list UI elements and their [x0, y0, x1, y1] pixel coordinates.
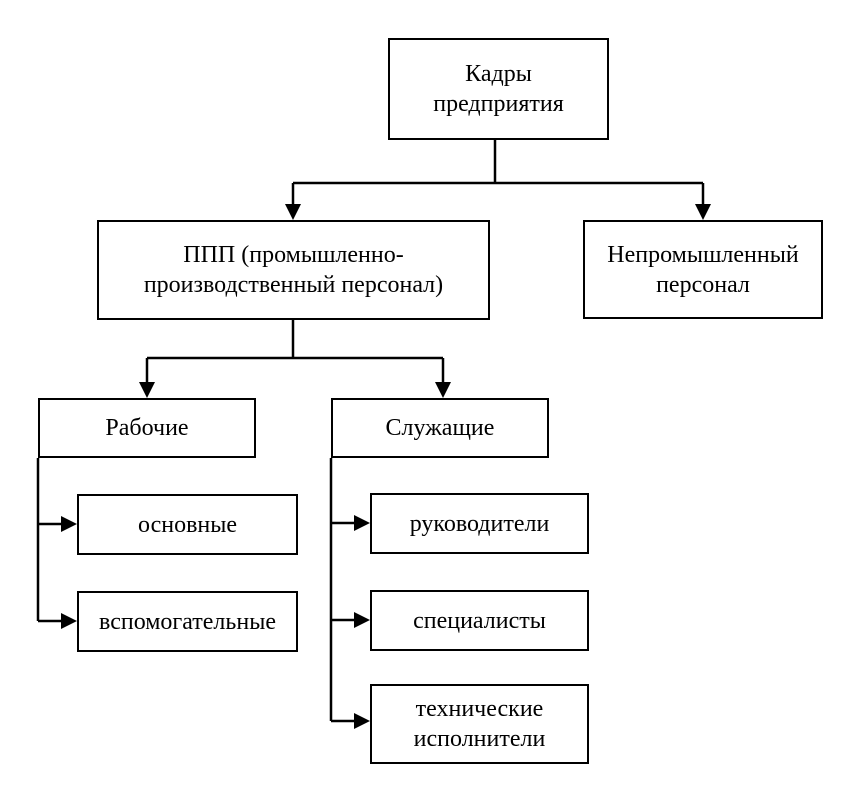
node-workers-label: Рабочие	[105, 415, 189, 441]
arrow-to-aux	[61, 613, 77, 629]
node-main-workers-label: основные	[137, 511, 238, 538]
node-technical-staff-line-1: технические	[415, 696, 544, 722]
node-managers: руководители	[370, 493, 589, 554]
arrow-to-workers	[139, 382, 155, 398]
node-auxiliary-workers: вспомогательные	[77, 591, 298, 652]
arrow-to-specialists	[354, 612, 370, 628]
node-ppp-line-2: производственный персонал)	[143, 272, 444, 298]
node-non-industrial-line-1: Непромышленный	[607, 241, 799, 268]
node-specialists-label: специалисты	[413, 607, 546, 634]
node-employees-label: Служащие	[385, 415, 495, 441]
arrow-to-ppp	[285, 204, 301, 220]
node-technical-staff: технические исполнители	[370, 684, 589, 764]
arrow-to-managers	[354, 515, 370, 531]
node-specialists: специалисты	[370, 590, 589, 651]
node-non-industrial-personnel: Непромышленный персонал	[583, 220, 823, 319]
arrow-to-technical	[354, 713, 370, 729]
node-non-industrial-line-2: персонал	[656, 271, 750, 298]
node-main-workers: основные	[77, 494, 298, 555]
node-auxiliary-workers-label: вспомогательные	[99, 608, 276, 635]
node-workers: Рабочие	[38, 398, 256, 458]
node-enterprise-staff: Кадры предприятия	[388, 38, 609, 140]
arrow-to-main	[61, 516, 77, 532]
node-managers-label: руководители	[409, 510, 550, 537]
arrow-to-employees	[435, 382, 451, 398]
node-enterprise-staff-line-1: Кадры	[465, 61, 532, 87]
node-technical-staff-line-2: исполнители	[413, 726, 546, 752]
node-enterprise-staff-line-2: предприятия	[433, 91, 564, 117]
node-ppp-line-1: ППП (промышленно-	[183, 242, 404, 268]
node-employees: Служащие	[331, 398, 549, 458]
arrow-to-nonindustrial	[695, 204, 711, 220]
node-industrial-production-personnel: ППП (промышленно- производственный персо…	[97, 220, 490, 320]
